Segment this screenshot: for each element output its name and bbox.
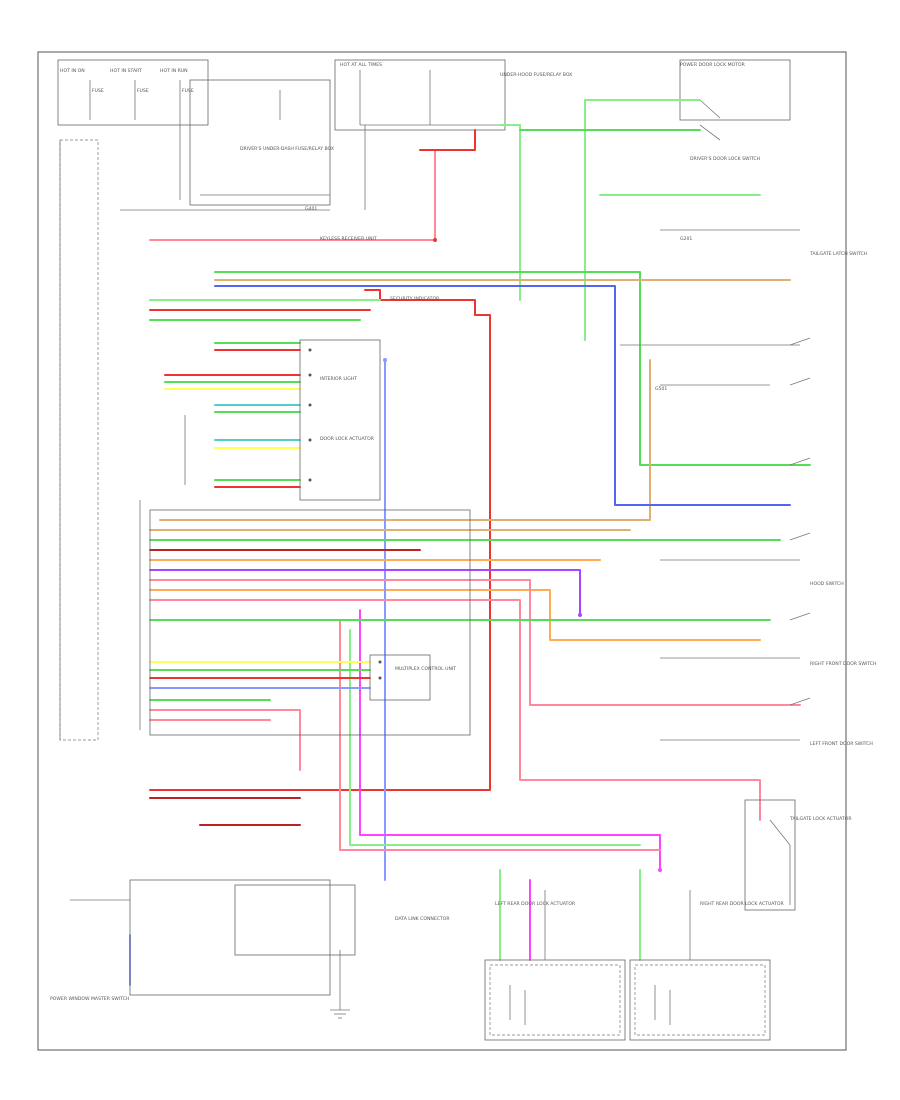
component-label: RIGHT REAR DOOR LOCK ACTUATOR (700, 901, 784, 907)
wire-red-3 (149, 289, 491, 791)
diagram-frame (37, 51, 847, 1051)
top-label: UNDER-HOOD FUSE/RELAY BOX (500, 72, 572, 78)
ground-wires (59, 140, 800, 901)
component-label: G501 (655, 386, 667, 392)
switch-icon (789, 337, 811, 706)
component-label: LEFT FRONT DOOR SWITCH (810, 741, 873, 747)
top-label: POWER DOOR LOCK MOTOR (680, 62, 746, 68)
top-label: HOT IN RUN (160, 68, 188, 74)
component-label: LEFT REAR DOOR LOCK ACTUATOR (495, 901, 576, 907)
top-label: FUSE (137, 88, 149, 94)
component-label: POWER WINDOW MASTER SWITCH (50, 996, 129, 1002)
wire-green-low-2 (349, 629, 641, 846)
wire-pink-3 (339, 619, 661, 851)
top-labels: HOT IN ON HOT AT ALL TIMES HOT IN START … (60, 62, 746, 152)
component-label: G401 (305, 206, 317, 212)
wire-green-top (499, 124, 521, 301)
top-label: HOT IN START (110, 68, 142, 74)
top-label: DRIVER'S UNDER-DASH FUSE/RELAY BOX (240, 146, 334, 152)
ground-icon (330, 950, 350, 1019)
wire-row-17 (149, 709, 301, 771)
top-label: FUSE (182, 88, 194, 94)
top-label: FUSE (92, 88, 104, 94)
component-label: DATA LINK CONNECTOR (395, 916, 450, 922)
splice-icon (308, 238, 662, 872)
component-label: MULTIPLEX CONTROL UNIT (395, 666, 456, 672)
component-label: INTERIOR LIGHT (320, 376, 357, 382)
component-label: TAILGATE LATCH SWITCH (809, 251, 867, 257)
left-rear-actuator (484, 890, 626, 1041)
component-label: G201 (680, 236, 692, 242)
component-labels: DRIVER'S DOOR LOCK SWITCH TAILGATE LATCH… (50, 156, 876, 1002)
wire-pink-1 (149, 579, 801, 706)
wire-red-2 (419, 129, 476, 151)
wire-blue-1 (214, 285, 791, 506)
component-label: SECURITY INDICATOR (390, 296, 440, 302)
component-label: TAILGATE LOCK ACTUATOR (789, 816, 852, 822)
wire-green-long (214, 271, 811, 466)
component-label: HOOD SWITCH (810, 581, 844, 587)
wire-magenta-1 (359, 609, 661, 871)
connector-blocks (129, 339, 471, 996)
top-label: HOT IN ON (60, 68, 85, 74)
top-label: HOT AT ALL TIMES (340, 62, 382, 68)
component-label: RIGHT FRONT DOOR SWITCH (810, 661, 876, 667)
tailgate-latch (744, 799, 796, 911)
top-fuse-box (57, 59, 506, 210)
wire-pink-2 (149, 599, 761, 821)
top-right-switch (679, 59, 791, 141)
component-label: KEYLESS RECEIVER UNIT (320, 236, 377, 242)
wire-tan-2 (159, 359, 651, 521)
component-label: DOOR LOCK ACTUATOR (320, 436, 375, 442)
wire-violet-1 (149, 569, 581, 616)
wire-orange-1 (149, 589, 761, 641)
component-label: DRIVER'S DOOR LOCK SWITCH (690, 156, 760, 162)
right-rear-actuator (629, 890, 771, 1041)
inner-frame (59, 139, 99, 741)
wire-harness (129, 99, 811, 986)
